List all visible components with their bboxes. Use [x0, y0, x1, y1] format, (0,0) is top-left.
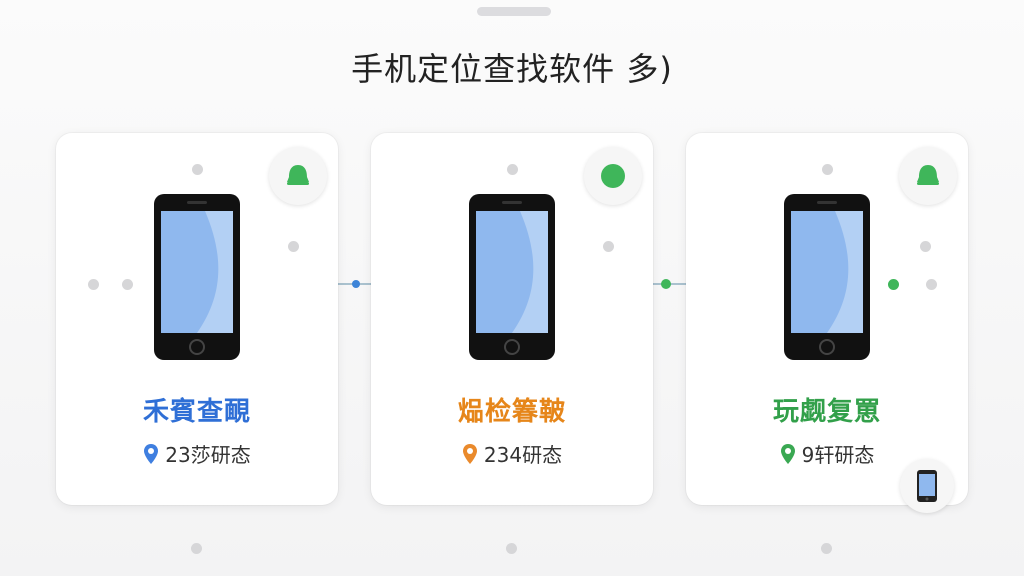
status-dot-icon: [601, 164, 625, 188]
device-card-3[interactable]: 玩觑复罳 9轩研态: [686, 133, 968, 513]
location-pin-icon: [462, 443, 477, 464]
status-dot-icon: [888, 279, 899, 290]
connector-node-mid: [352, 280, 360, 288]
status-dot-icon: [88, 279, 99, 290]
connector-node-mid-2: [661, 279, 671, 289]
status-dot-icon: [920, 241, 931, 252]
card-meta: 234研态: [371, 439, 653, 468]
card-meta-text: 9轩研态: [801, 443, 875, 467]
card-meta-text: 23莎研态: [165, 443, 251, 467]
status-dot-icon: [926, 279, 937, 290]
drag-handle[interactable]: [477, 7, 551, 16]
status-dot-icon: [507, 164, 518, 175]
page-indicator-dot[interactable]: [506, 543, 517, 554]
status-badge[interactable]: [584, 147, 642, 205]
status-dot-icon: [288, 241, 299, 252]
device-card-2[interactable]: 煰检箺鞁 234研态: [371, 133, 653, 505]
card-title: 禾賓查靦: [142, 397, 251, 427]
status-dot-icon: [122, 279, 133, 290]
bell-icon: [917, 165, 939, 185]
location-pin-icon: [144, 443, 159, 464]
bell-icon: [287, 165, 309, 185]
phone-icon: [469, 194, 555, 360]
status-dot-icon: [822, 164, 833, 175]
status-dot-icon: [603, 241, 614, 252]
smartphone-icon: [917, 470, 937, 502]
device-card-1[interactable]: 禾賓查靦 23莎研态: [56, 133, 338, 505]
phone-icon: [154, 194, 240, 360]
card-meta-text: 234研态: [483, 443, 563, 467]
card-title: 玩觑复罳: [772, 397, 881, 427]
card-meta: 9轩研态: [686, 439, 968, 468]
location-pin-icon: [780, 443, 795, 464]
device-badge[interactable]: [900, 459, 954, 513]
card-meta: 23莎研态: [56, 439, 338, 468]
page-indicator-dot[interactable]: [821, 543, 832, 554]
bell-badge[interactable]: [269, 147, 327, 205]
bell-badge[interactable]: [899, 147, 957, 205]
page-indicator-dot[interactable]: [191, 543, 202, 554]
status-dot-icon: [192, 164, 203, 175]
page-title: 手机定位查找软件 多): [351, 50, 673, 88]
phone-icon: [784, 194, 870, 360]
card-title: 煰检箺鞁: [457, 397, 566, 427]
